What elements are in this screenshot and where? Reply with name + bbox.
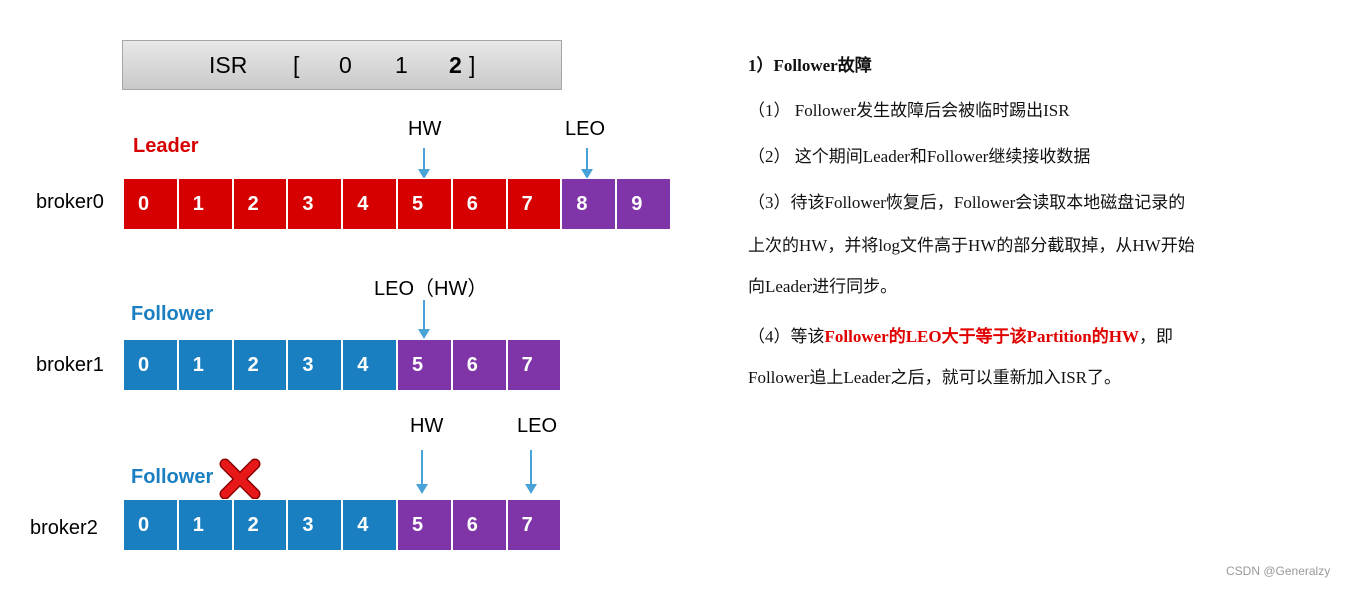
paragraph-3-line-2: 上次的HW，并将log文件高于HW的部分截取掉，从HW开始	[748, 236, 1195, 255]
follower2-log-cell: 4	[342, 499, 397, 551]
broker2-label: broker2	[30, 517, 98, 539]
follower1-log-cell: 0	[123, 339, 178, 391]
follower2-hw-arrow-icon	[416, 450, 428, 494]
follower2-log-cell: 2	[232, 499, 288, 551]
paragraph-4-line-2: Follower追上Leader之后，就可以重新加入ISR了。	[748, 368, 1122, 387]
follower2-log-cell: 5	[397, 499, 452, 551]
follower2-leo-label: LEO	[517, 415, 558, 437]
isr-item-1: 1	[395, 52, 408, 78]
leader-log-cell: 6	[451, 178, 507, 230]
broker1-label: broker1	[36, 354, 104, 376]
follower1-log-cell: 7	[506, 339, 562, 391]
leader-leo-arrow-icon	[581, 148, 593, 179]
follower2-log-cell: 7	[506, 499, 562, 551]
leader-leo-label: LEO	[565, 118, 606, 140]
follower1-log-cell: 3	[287, 339, 343, 391]
follower2-hw-label: HW	[410, 415, 444, 437]
follower2-leo-arrow-icon	[525, 450, 537, 494]
paragraph-4-prefix: （4）等该	[748, 327, 825, 346]
leader-log-cell: 0	[123, 178, 178, 230]
isr-close-bracket: ]	[469, 52, 476, 78]
follower2-role-label: Follower	[131, 466, 214, 488]
follower2-log-cell: 0	[123, 499, 178, 551]
isr-bar: ISR [ 0 1 2 ]	[122, 40, 562, 90]
isr-open-bracket: [	[293, 52, 300, 78]
follower1-leo-arrow-icon	[418, 300, 430, 339]
follower2-log-cell: 6	[451, 499, 507, 551]
paragraph-3-line-1: （3）待该Follower恢复后，Follower会读取本地磁盘记录的	[748, 193, 1186, 212]
follower1-log-cell: 1	[177, 339, 233, 391]
leader-log-cell: 1	[177, 178, 233, 230]
follower1-log-cell: 5	[397, 339, 452, 391]
follower1-leo-hw-label: LEO（HW）	[374, 278, 488, 300]
section-heading: 1）Follower故障	[748, 56, 872, 75]
isr-item-2: 2	[449, 52, 462, 78]
follower1-role-label: Follower	[131, 303, 214, 325]
leader-log-cell: 4	[342, 178, 397, 230]
leader-log-cell: 3	[287, 178, 343, 230]
broker0-label: broker0	[36, 191, 104, 213]
leader-hw-label: HW	[408, 118, 442, 140]
paragraph-4-suffix: ，即	[1138, 327, 1173, 346]
paragraph-3-line-3: 向Leader进行同步。	[748, 277, 898, 296]
leader-log-cell: 8	[561, 178, 617, 230]
paragraph-1: （1） Follower发生故障后会被临时踢出ISR	[748, 101, 1070, 120]
leader-log-cell: 5	[397, 178, 452, 230]
isr-item-0: 0	[339, 52, 352, 78]
paragraph-4-line-1: （4）等该Follower的LEO大于等于该Partition的HW，即	[748, 321, 1173, 352]
leader-hw-arrow-icon	[418, 148, 430, 179]
follower2-log-cell: 3	[287, 499, 343, 551]
red-x-icon	[219, 458, 261, 500]
paragraph-2: （2） 这个期间Leader和Follower继续接收数据	[748, 147, 1091, 166]
leader-log-cell: 9	[616, 178, 671, 230]
leader-log-cell: 7	[506, 178, 562, 230]
paragraph-4-highlight: Follower的LEO大于等于该Partition的HW	[824, 327, 1139, 346]
follower1-log-cell: 4	[342, 339, 397, 391]
follower1-log-cell: 2	[232, 339, 288, 391]
leader-log-cell: 2	[232, 178, 288, 230]
follower1-log-cell: 6	[451, 339, 507, 391]
isr-label: ISR	[209, 52, 248, 78]
leader-role-label: Leader	[133, 135, 199, 157]
watermark: CSDN @Generalzy	[1226, 564, 1331, 578]
follower2-log-cell: 1	[177, 499, 233, 551]
